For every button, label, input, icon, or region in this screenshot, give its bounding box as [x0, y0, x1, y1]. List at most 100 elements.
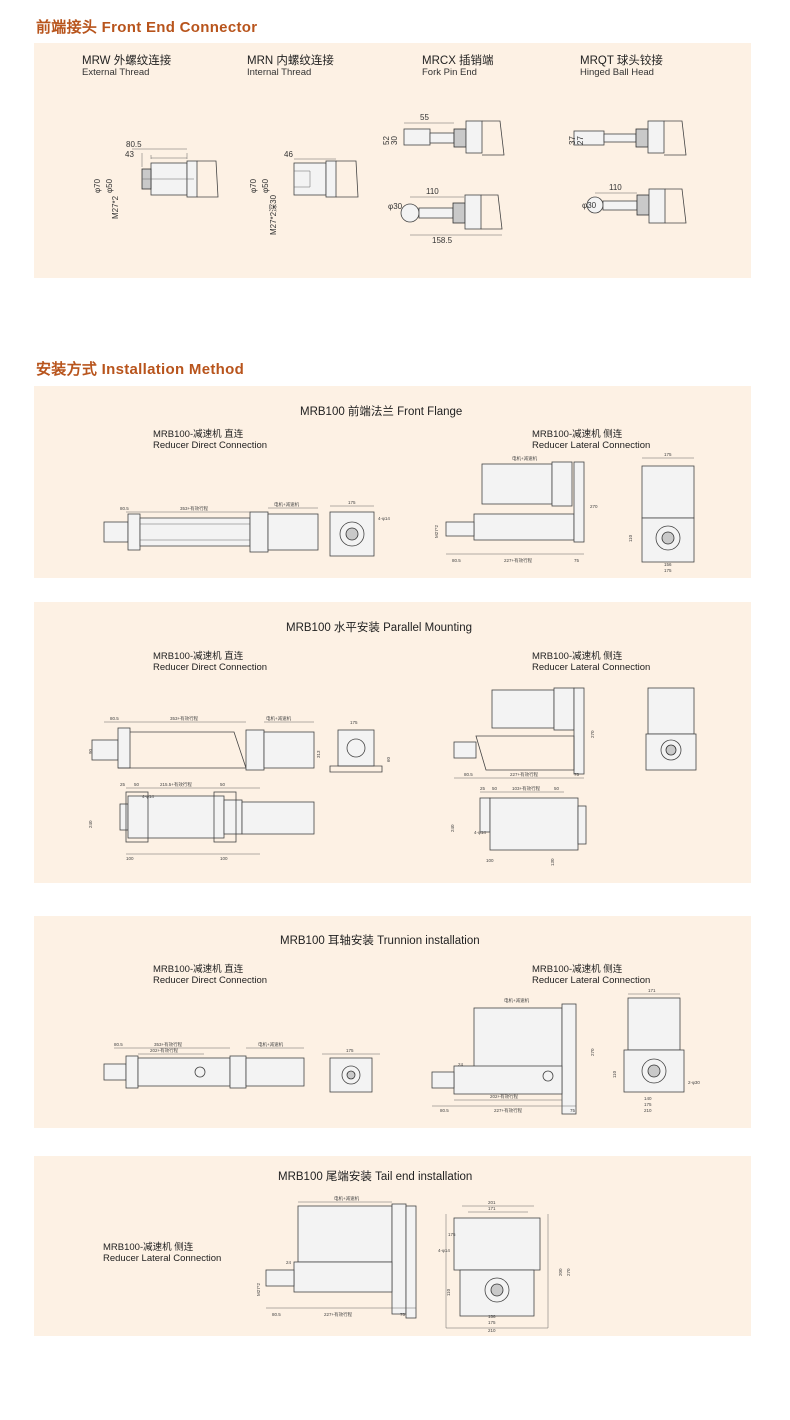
svg-text:227+有效行程: 227+有效行程 — [494, 1107, 523, 1114]
mrcx-dim: 110 — [426, 187, 439, 196]
svg-text:156: 156 — [488, 1314, 496, 1319]
svg-text:210: 210 — [644, 1108, 652, 1113]
svg-text:80.5: 80.5 — [110, 716, 119, 721]
svg-text:175: 175 — [664, 452, 672, 457]
svg-text:电机+减速机: 电机+减速机 — [266, 715, 292, 722]
svg-text:202+有效行程: 202+有效行程 — [490, 1093, 519, 1100]
svg-text:25: 25 — [120, 782, 126, 787]
svg-text:130: 130 — [550, 858, 555, 866]
mount-title: MRB100 尾端安装 Tail end installation — [278, 1171, 473, 1183]
svg-text:175: 175 — [348, 500, 356, 505]
svg-text:80.5: 80.5 — [114, 1042, 123, 1047]
svg-text:电机+减速机: 电机+减速机 — [258, 1041, 284, 1048]
mrqt-drawing: 37 27 110 φ30 — [568, 120, 687, 224]
mrcx-dim: φ30 — [388, 202, 403, 211]
svg-text:80.5: 80.5 — [464, 772, 473, 777]
svg-text:201: 201 — [488, 1200, 496, 1205]
svg-text:175: 175 — [350, 720, 358, 725]
mrcx-dim: 158.5 — [432, 236, 453, 245]
svg-text:2-φ30: 2-φ30 — [688, 1080, 700, 1085]
svg-text:80.5: 80.5 — [440, 1108, 449, 1113]
svg-text:100: 100 — [220, 856, 228, 861]
svg-text:50: 50 — [134, 782, 140, 787]
svg-text:313: 313 — [316, 750, 321, 758]
svg-text:110: 110 — [628, 534, 633, 542]
svg-text:210: 210 — [488, 1328, 496, 1333]
parallel-mounting-panel: MRB100 水平安装 Parallel Mounting MRB100-减速机… — [34, 602, 751, 883]
svg-text:171: 171 — [488, 1206, 496, 1211]
svg-text:80.5: 80.5 — [272, 1312, 281, 1317]
svg-text:270: 270 — [590, 504, 598, 509]
mrqt-dim: 27 — [576, 136, 585, 145]
svg-text:50: 50 — [220, 782, 226, 787]
mount-title: MRB100 水平安装 Parallel Mounting — [286, 622, 472, 634]
svg-text:200: 200 — [558, 1268, 563, 1276]
section-heading-installation: 安装方式 Installation Method — [36, 361, 245, 378]
svg-text:电机+减速机: 电机+减速机 — [274, 501, 300, 508]
svg-text:60: 60 — [386, 756, 391, 762]
svg-text:240: 240 — [450, 824, 455, 832]
svg-text:100: 100 — [126, 856, 134, 861]
mrn-drawing: 46 φ70 φ50 M27*2深30 — [249, 150, 359, 235]
mrqt-dim: φ30 — [582, 201, 597, 210]
svg-text:353+有效行程: 353+有效行程 — [180, 505, 209, 512]
tail-end-drawings: 电机+减速机 80.5 227+有效行程 75 24 M27*2 201 171… — [256, 1195, 571, 1333]
svg-text:M27*2: M27*2 — [256, 1282, 261, 1296]
svg-text:227+有效行程: 227+有效行程 — [504, 557, 533, 564]
mrcx-dim: 55 — [420, 113, 429, 122]
mrqt-dim: 37 — [568, 136, 577, 145]
svg-text:4-φ14: 4-φ14 — [474, 830, 486, 835]
mount-title: MRB100 耳轴安装 Trunnion installation — [280, 935, 480, 947]
svg-text:353+有效行程: 353+有效行程 — [154, 1041, 183, 1048]
front-flange-drawings: 80.5 353+有效行程 电机+减速机 175 4-φ14 80.5 227+… — [103, 452, 695, 573]
connector-drawings: 80.5 43 φ70 φ50 M27*2 46 φ70 φ50 M27*2深3… — [93, 113, 687, 245]
mrw-drawing: 80.5 43 φ70 φ50 M27*2 — [93, 140, 219, 219]
svg-text:电机+减速机: 电机+减速机 — [334, 1195, 360, 1202]
svg-text:24: 24 — [286, 1260, 292, 1265]
trunnion-panel: MRB100 耳轴安装 Trunnion installation MRB100… — [34, 916, 751, 1128]
svg-text:240: 240 — [88, 820, 93, 828]
mrn-dim: 46 — [284, 150, 293, 159]
svg-text:25: 25 — [480, 786, 486, 791]
mrw-dim: M27*2 — [111, 195, 120, 219]
svg-text:227+有效行程: 227+有效行程 — [510, 771, 539, 778]
svg-text:80.5: 80.5 — [120, 506, 129, 511]
svg-text:175: 175 — [448, 1232, 456, 1237]
mrw-dim: 80.5 — [126, 140, 142, 149]
svg-text:175: 175 — [488, 1320, 496, 1325]
svg-text:50: 50 — [492, 786, 498, 791]
svg-text:80.5: 80.5 — [452, 558, 461, 563]
svg-text:4-φ14: 4-φ14 — [142, 794, 154, 799]
mrn-dim: M27*2深30 — [269, 194, 278, 235]
mrn-dim: φ70 — [249, 178, 258, 193]
mrcx-dim: 52 — [382, 136, 391, 145]
mrqt-dim: 110 — [609, 183, 622, 192]
svg-text:156: 156 — [664, 562, 672, 567]
svg-text:140: 140 — [644, 1096, 652, 1101]
svg-text:4-φ14: 4-φ14 — [438, 1248, 450, 1253]
svg-text:202+有效行程: 202+有效行程 — [150, 1047, 179, 1054]
svg-text:4-φ14: 4-φ14 — [378, 516, 390, 521]
svg-text:24: 24 — [458, 1062, 464, 1067]
svg-text:电机+减速机: 电机+减速机 — [512, 455, 538, 462]
svg-text:270: 270 — [590, 730, 595, 738]
svg-text:电机+减速机: 电机+减速机 — [504, 997, 530, 1004]
svg-text:171: 171 — [648, 988, 656, 993]
svg-text:175: 175 — [644, 1102, 652, 1107]
svg-text:50: 50 — [554, 786, 560, 791]
mrw-dim: 43 — [125, 150, 134, 159]
tail-end-panel: MRB100 尾端安装 Tail end installation MRB100… — [34, 1156, 751, 1336]
mrw-dim: φ50 — [105, 178, 114, 193]
svg-text:M27*2: M27*2 — [434, 524, 439, 538]
svg-text:75: 75 — [400, 1312, 406, 1317]
svg-text:175: 175 — [664, 568, 672, 573]
